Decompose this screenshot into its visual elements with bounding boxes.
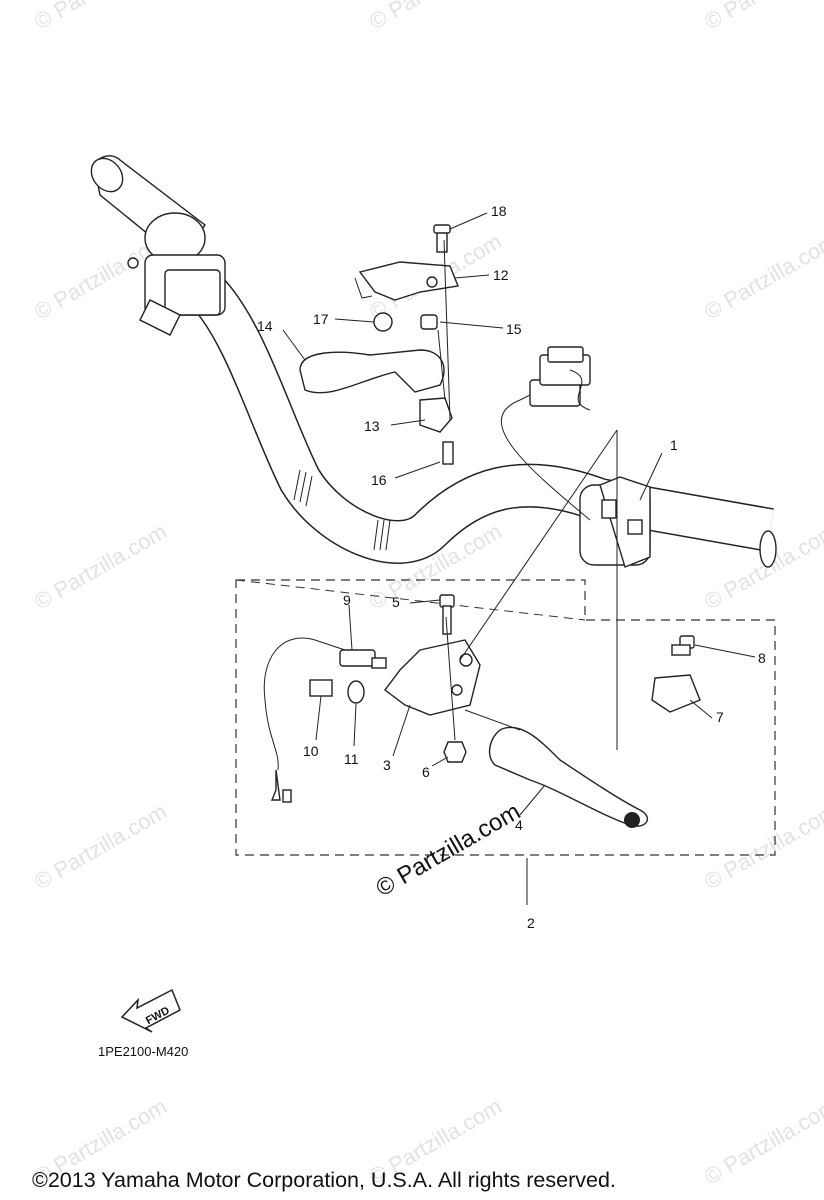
leader-lines [282, 212, 756, 905]
watermark: © Partzilla.com [30, 0, 171, 34]
watermark: © Partzilla.com [700, 799, 824, 895]
small-parts [263, 594, 701, 803]
lever-assembly-box [235, 579, 776, 856]
lever-4 [488, 726, 649, 828]
partzilla-watermark: © Partzilla.com [372, 798, 526, 902]
lever-holder-3 [384, 639, 481, 716]
callout-6: 6 [422, 764, 430, 780]
callout-18: 18 [491, 203, 507, 219]
callout-14: 14 [257, 318, 273, 334]
fwd-arrow-icon: FWD [120, 988, 181, 1033]
callout-13: 13 [364, 418, 380, 434]
callout-17: 17 [313, 311, 329, 327]
handlebar-switch-1 [579, 476, 651, 568]
watermark: © Partzilla.com [30, 799, 171, 895]
diagram-code: 1PE2100-M420 [98, 1044, 188, 1059]
watermark: © Partzilla.com [365, 0, 506, 34]
watermark: © Partzilla.com [30, 519, 171, 615]
callout-2: 2 [527, 915, 535, 931]
callout-15: 15 [506, 321, 522, 337]
callout-8: 8 [758, 650, 766, 666]
callout-4: 4 [515, 817, 523, 833]
callout-11: 11 [344, 751, 359, 767]
callout-7: 7 [716, 709, 724, 725]
handlebar [188, 274, 777, 568]
callout-12: 12 [493, 267, 509, 283]
callout-5: 5 [392, 594, 400, 610]
starter-assembly [299, 224, 459, 465]
watermark: © Partzilla.com [700, 1094, 824, 1190]
master-cylinder [127, 212, 226, 336]
callout-1: 1 [670, 437, 678, 453]
callout-labels: 1 2 3 4 5 6 7 8 9 10 11 12 13 14 15 16 1… [257, 203, 766, 931]
watermark: © Partzilla.com [700, 0, 824, 34]
callout-10: 10 [303, 743, 319, 759]
watermark: © Partzilla.com [700, 229, 824, 325]
copyright-notice: ©2013 Yamaha Motor Corporation, U.S.A. A… [32, 1168, 616, 1192]
callout-16: 16 [371, 472, 387, 488]
callout-3: 3 [383, 757, 391, 773]
callout-9: 9 [343, 592, 351, 608]
